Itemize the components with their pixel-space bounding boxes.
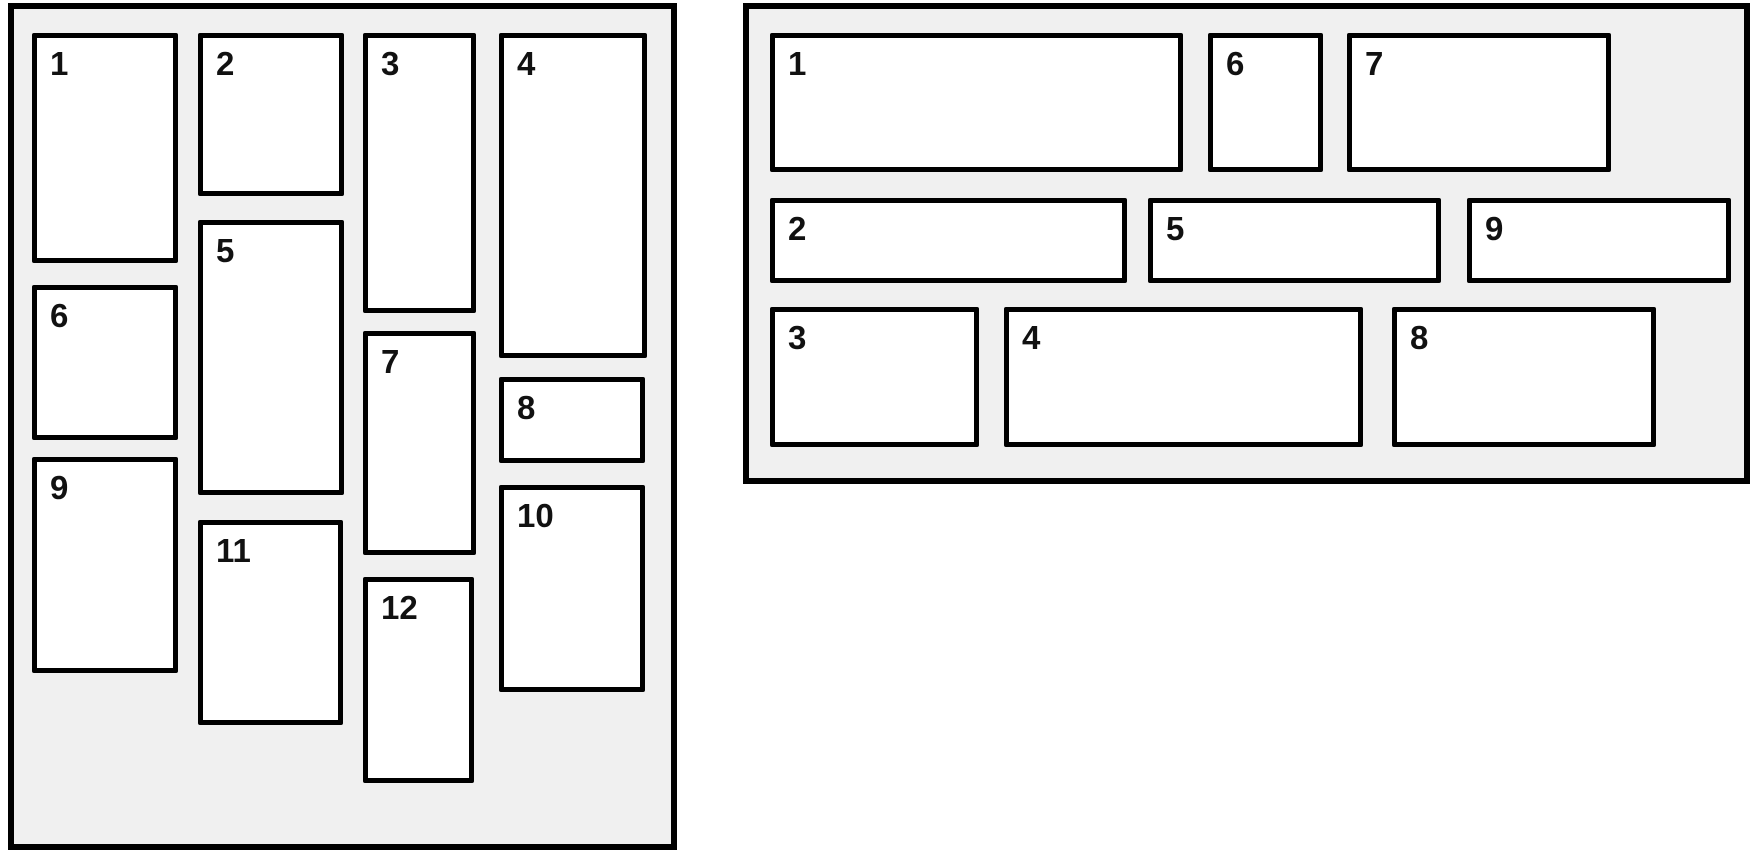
masonry-item-7: 7	[1347, 33, 1611, 172]
masonry-item-8: 8	[499, 377, 645, 463]
masonry-item-11: 11	[198, 520, 343, 725]
masonry-item-6: 6	[32, 285, 178, 440]
masonry-item-3: 3	[363, 33, 476, 313]
masonry-item-7: 7	[363, 331, 476, 555]
masonry-item-4: 4	[1004, 307, 1363, 447]
masonry-item-1: 1	[770, 33, 1183, 172]
masonry-item-2: 2	[770, 198, 1127, 283]
masonry-item-12: 12	[363, 577, 474, 783]
masonry-item-2: 2	[198, 33, 344, 196]
masonry-item-5: 5	[198, 220, 344, 495]
masonry-item-10: 10	[499, 485, 645, 692]
masonry-item-4: 4	[499, 33, 647, 358]
masonry-item-6: 6	[1208, 33, 1323, 172]
masonry-item-9: 9	[32, 457, 178, 673]
masonry-item-5: 5	[1148, 198, 1441, 283]
masonry-item-1: 1	[32, 33, 178, 263]
masonry-item-3: 3	[770, 307, 979, 447]
masonry-item-8: 8	[1392, 307, 1656, 447]
masonry-item-9: 9	[1467, 198, 1731, 283]
